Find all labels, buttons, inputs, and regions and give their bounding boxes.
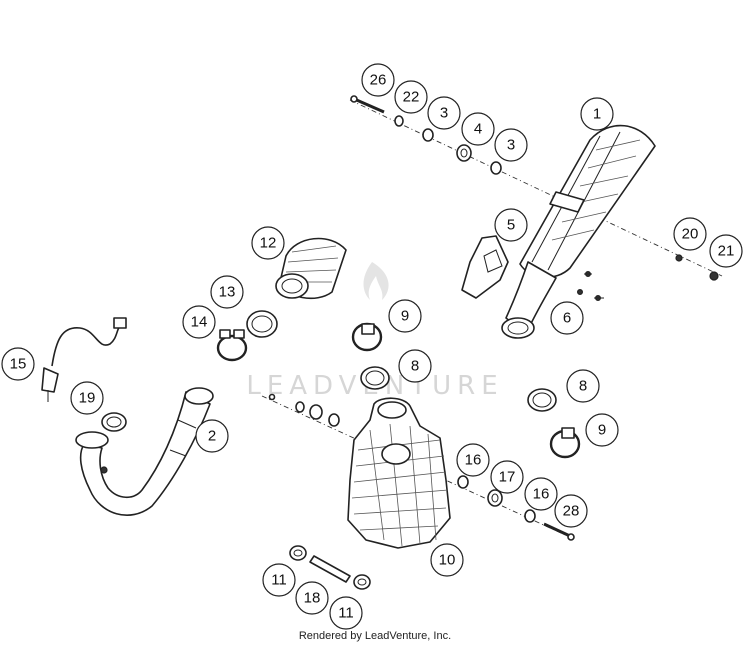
callout-label: 3	[507, 137, 515, 154]
callout-label: 18	[304, 590, 321, 607]
callout-label: 21	[718, 243, 735, 260]
callout-label: 13	[219, 284, 236, 301]
callout-9[interactable]: 9	[585, 413, 619, 447]
callout-label: 9	[598, 422, 606, 439]
callout-28[interactable]: 28	[554, 494, 588, 528]
heat-shield[interactable]	[461, 235, 509, 299]
gasket-13[interactable]	[246, 310, 278, 338]
callout-22[interactable]: 22	[394, 80, 428, 114]
callout-15[interactable]: 15	[1, 347, 35, 381]
callout-label: 28	[563, 503, 580, 520]
callout-9[interactable]: 9	[388, 299, 422, 333]
callout-17[interactable]: 17	[490, 460, 524, 494]
callout-label: 4	[474, 121, 482, 138]
callout-label: 11	[338, 605, 354, 622]
callout-3[interactable]: 3	[427, 96, 461, 130]
spacer-and-grommets[interactable]	[289, 545, 371, 590]
muffler[interactable]	[501, 124, 656, 339]
callout-19[interactable]: 19	[70, 381, 104, 415]
exhaust-pre-chamber[interactable]	[347, 397, 451, 549]
gasket-8-upper[interactable]	[360, 366, 390, 390]
callout-8[interactable]: 8	[566, 369, 600, 403]
callout-label: 8	[579, 378, 587, 395]
clamp-9-upper[interactable]	[351, 322, 383, 352]
callout-10[interactable]: 10	[430, 543, 464, 577]
callout-5[interactable]: 5	[494, 208, 528, 242]
callout-label: 11	[271, 572, 287, 589]
callout-label: 12	[260, 235, 277, 252]
callout-26[interactable]: 26	[361, 63, 395, 97]
callout-label: 3	[440, 105, 448, 122]
callout-18[interactable]: 18	[295, 581, 329, 615]
muffler-mount-hardware[interactable]	[350, 95, 719, 281]
watermark-flame-icon	[363, 262, 389, 300]
callout-label: 26	[370, 72, 387, 89]
pre-chamber-hardware[interactable]	[268, 393, 575, 541]
clamp-9-lower[interactable]	[549, 427, 581, 459]
callout-label: 1	[593, 106, 601, 123]
callout-label: 22	[403, 89, 420, 106]
callout-label: 17	[499, 469, 516, 486]
callout-label: 8	[411, 358, 419, 375]
callout-14[interactable]: 14	[182, 305, 216, 339]
callout-8[interactable]: 8	[398, 349, 432, 383]
oxygen-sensor[interactable]	[41, 317, 127, 402]
catalytic-converter[interactable]	[275, 237, 347, 300]
callout-label: 16	[533, 486, 550, 503]
callout-label: 16	[465, 452, 482, 469]
callout-20[interactable]: 20	[673, 217, 707, 251]
gasket-8-lower[interactable]	[527, 388, 557, 412]
callout-label: 2	[208, 428, 216, 445]
callout-6[interactable]: 6	[550, 301, 584, 335]
callout-label: 15	[10, 356, 27, 373]
callout-label: 10	[439, 552, 456, 569]
callout-11[interactable]: 11	[329, 596, 363, 630]
callout-3[interactable]: 3	[494, 128, 528, 162]
gasket-19[interactable]	[101, 412, 127, 432]
callout-12[interactable]: 12	[251, 226, 285, 260]
callout-13[interactable]: 13	[210, 275, 244, 309]
callout-label: 9	[401, 308, 409, 325]
callout-label: 6	[563, 310, 571, 327]
callout-4[interactable]: 4	[461, 112, 495, 146]
render-credit: Rendered by LeadVenture, Inc.	[298, 630, 452, 642]
callout-1[interactable]: 1	[580, 97, 614, 131]
callout-11[interactable]: 11	[262, 563, 296, 597]
clamp-14[interactable]	[216, 329, 248, 362]
callout-label: 19	[79, 390, 96, 407]
callout-2[interactable]: 2	[195, 419, 229, 453]
callout-16[interactable]: 16	[456, 443, 490, 477]
callout-label: 5	[507, 217, 515, 234]
header-pipe[interactable]	[75, 387, 214, 516]
callout-21[interactable]: 21	[709, 234, 743, 268]
callout-label: 14	[191, 314, 208, 331]
callout-16[interactable]: 16	[524, 477, 558, 511]
callout-label: 20	[682, 226, 699, 243]
